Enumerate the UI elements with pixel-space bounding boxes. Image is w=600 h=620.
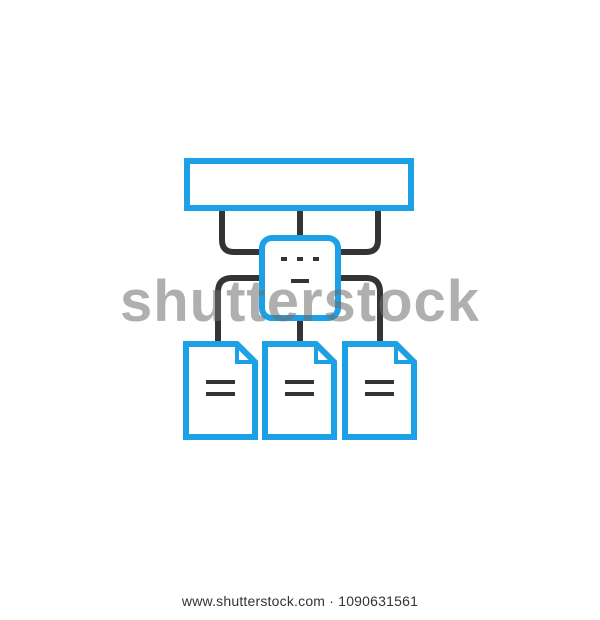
document-left — [183, 341, 258, 440]
document-right — [342, 341, 417, 440]
center-node-marks — [281, 257, 319, 283]
document-right-fold — [394, 344, 414, 364]
connector-bottom-right — [338, 275, 383, 344]
connector-lines — [215, 208, 383, 344]
document-left-fold — [235, 344, 255, 364]
footer-text: www.shutterstock.com · 1090631561 — [181, 593, 419, 609]
connector-top-left — [219, 208, 262, 255]
footer-bar: www.shutterstock.com · 1090631561 — [0, 582, 600, 620]
document-center — [262, 341, 337, 440]
center-node-shape — [259, 235, 341, 321]
document-center-outline — [262, 341, 337, 440]
header-bar-shape — [184, 158, 414, 211]
document-right-outline — [342, 341, 417, 440]
connector-bottom-left — [215, 275, 262, 344]
document-left-outline — [183, 341, 258, 440]
document-center-fold — [314, 344, 334, 364]
connector-top-right — [338, 208, 381, 255]
